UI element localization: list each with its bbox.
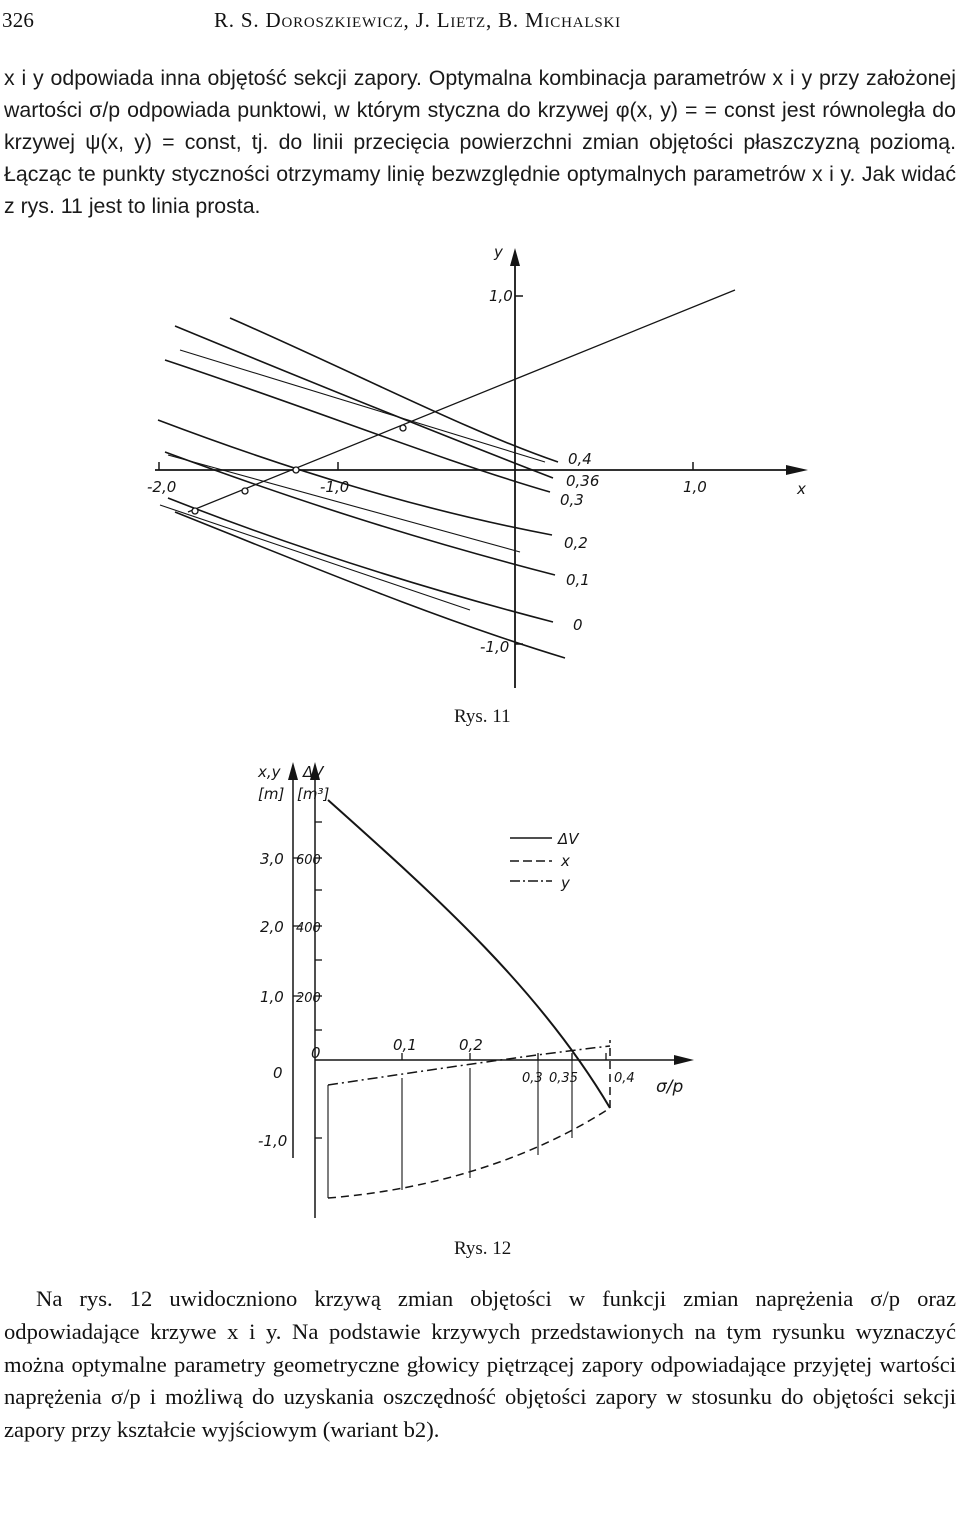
fig12-legend-y-label: y [560,874,571,892]
fig12-x-tick-label: 0,35 [549,1071,578,1086]
fig12-legend-dV-label: ΔV [557,830,580,848]
fig12-right-arrow [310,762,320,780]
fig12-left-tick-label: 3,0 [260,850,284,868]
fig12-right-tick-label: 400 [296,921,321,936]
fig12-curve-dV [327,799,611,1109]
fig12-x-arrow [674,1055,694,1065]
fig11-x-arrow [786,465,808,475]
fig11-tangent-3 [159,504,471,611]
fig11-curve-0 [174,511,566,659]
fig12-x-tick-label: 0,1 [393,1036,417,1054]
fig12-legend-x-label: x [560,852,570,870]
fig12-right-axis-unit: [m³] [297,785,329,803]
fig12-left-tick-label: 2,0 [260,918,284,936]
paragraph-1-text: x i y odpowiada inna objętość sekcji zap… [4,66,956,218]
fig12-x-tick-label: 0,3 [522,1071,543,1086]
fig11-tick-label-y-neg1: -1,0 [480,638,509,656]
fig12-left-tick-label: -1,0 [258,1132,287,1150]
fig12-curve-x [327,1107,611,1199]
fig12-right-tick-label: 0 [311,1044,321,1062]
fig11-curve-036b [164,359,551,493]
paragraph-1: x i y odpowiada inna objętość sekcji zap… [4,62,956,222]
fig11-curve-label-02: 0,2 [564,534,588,552]
fig12-left-arrow [288,762,298,780]
fig11-curve-label-04: 0,4 [568,450,592,468]
figure-12: x,y [m] ΔV [m³] 3,0 2,0 1,0 0 -1,0 600 4… [257,762,694,1259]
fig11-curve-04 [229,317,559,463]
fig12-right-tick-label: 600 [296,853,321,868]
fig12-x-tick-label: 0,2 [459,1036,483,1054]
fig11-tangent-1 [167,454,521,553]
fig12-left-axis-unit: [m] [258,785,284,803]
paragraph-2-text: Na rys. 12 uwidoczniono krzywą zmian obj… [4,1286,956,1443]
fig12-caption: Rys. 12 [454,1238,511,1259]
fig11-y-arrow [510,248,520,266]
fig12-left-axis-label: x,y [257,763,282,781]
fig12-right-tick-label: 200 [296,991,321,1006]
figure-11: y x -2,0 -1,0 1,0 1,0 -1,0 0,4 0,36 0,3 … [147,243,808,727]
fig11-caption: Rys. 11 [454,706,511,727]
page-number: 326 [2,8,35,32]
fig12-left-tick-label: 1,0 [260,988,284,1006]
fig11-curve-label-03: 0,3 [560,491,584,509]
fig12-left-tick-label: 0 [273,1064,283,1082]
fig12-right-axis-label: ΔV [302,763,325,781]
fig11-tangency-point [292,466,300,474]
fig11-tangency-point [191,507,199,515]
paragraph-2: Na rys. 12 uwidoczniono krzywą zmian obj… [4,1283,956,1447]
fig11-curve-01 [167,497,554,623]
running-head-authors: R. S. Doroszkiewicz, J. Lietz, B. Michal… [214,8,621,32]
fig11-tangency-point [399,424,407,432]
fig11-curve-03 [157,419,553,536]
fig11-curve-label-01: 0,1 [566,571,590,589]
fig12-x-axis-label: σ/p [656,1077,684,1097]
fig11-optimal-line [187,289,736,513]
fig11-x-axis-label: x [796,480,806,498]
running-header: 326 R. S. Doroszkiewicz, J. Lietz, B. Mi… [0,0,960,36]
fig11-tick-label-x-neg2: -2,0 [147,478,176,496]
fig11-tick-label-y-1: 1,0 [489,287,513,305]
fig11-curve-label-036: 0,36 [566,472,599,490]
fig11-tick-label-x-1: 1,0 [683,478,707,496]
fig11-curve-02 [164,451,556,576]
fig12-x-tick-label: 0,4 [614,1071,635,1086]
fig11-curve-036 [174,325,554,479]
fig11-curve-label-0: 0 [573,616,583,634]
fig11-tangency-point [241,487,249,495]
fig11-tangent-2 [179,349,546,463]
fig11-y-axis-label: y [493,243,504,261]
